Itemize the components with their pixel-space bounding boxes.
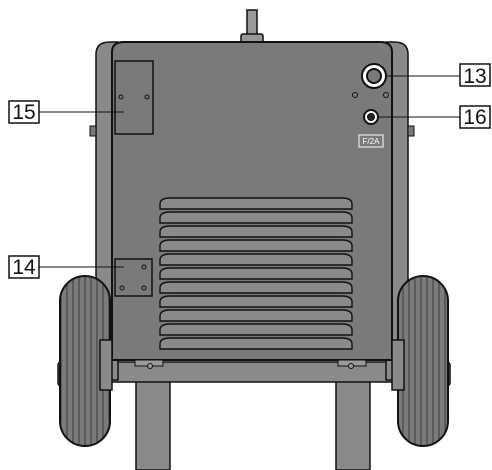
louver-slat [159, 267, 353, 280]
louver-slat [159, 239, 353, 252]
callout-14: 14 [8, 255, 124, 279]
ventilation-louvers [159, 197, 353, 350]
louver-slat [159, 225, 353, 238]
louver-slat [159, 309, 353, 322]
louver-slat [159, 295, 353, 308]
callout-label-13: 13 [463, 65, 486, 88]
cable-gland [352, 63, 389, 98]
louver-slat [159, 253, 353, 266]
right-wheel [391, 275, 451, 447]
top-handle [240, 9, 264, 45]
rear-frame-legs [135, 379, 371, 470]
callout-16: 16 [378, 105, 491, 129]
upper-side-panel [114, 60, 154, 135]
fuse-rating-label: F/2A [363, 137, 381, 146]
callout-15: 15 [8, 100, 124, 124]
callout-label-16: 16 [463, 106, 486, 129]
louver-slat [159, 197, 353, 210]
louver-slat [159, 323, 353, 336]
left-wheel [57, 275, 113, 447]
louver-slat [159, 281, 353, 294]
callout-label-15: 15 [12, 101, 35, 124]
callout-label-14: 14 [12, 256, 36, 279]
callout-13: 13 [386, 63, 491, 88]
louver-slat [159, 337, 353, 350]
lower-side-panel [114, 258, 153, 297]
axle-clamps [134, 359, 367, 369]
louver-slat [159, 211, 353, 224]
